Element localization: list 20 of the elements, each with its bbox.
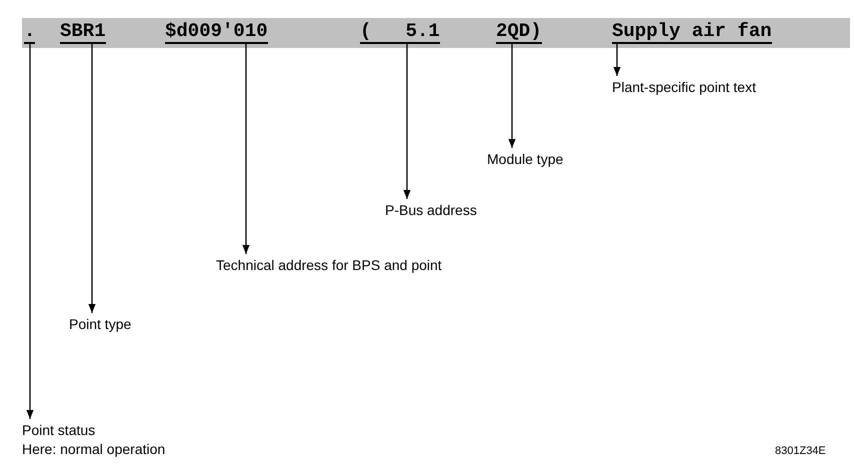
annotation-text: Plant-specific point text	[612, 78, 756, 97]
code-field: $d009'010	[165, 20, 268, 44]
code-field: ( 5.1	[360, 20, 440, 44]
figure-code: 8301Z34E	[775, 445, 826, 457]
annotation-text: P-Bus address	[385, 201, 477, 220]
annotation-text: Module type	[487, 150, 564, 169]
leader-line	[242, 44, 250, 254]
leader-line	[508, 44, 516, 148]
leader-line	[88, 44, 96, 313]
annotation-text: Point status	[22, 421, 96, 440]
annotation-text: Point type	[69, 315, 132, 334]
leader-line	[26, 44, 34, 419]
code-field: .	[24, 20, 36, 44]
code-field: SBR1	[60, 20, 106, 44]
code-field: Supply air fan	[612, 20, 772, 44]
code-field: 2QD)	[496, 20, 542, 44]
annotation-text: Technical address for BPS and point	[216, 256, 442, 275]
leader-line	[613, 44, 621, 76]
annotation-note: Here: normal operation	[22, 440, 166, 459]
leader-line	[403, 44, 411, 199]
